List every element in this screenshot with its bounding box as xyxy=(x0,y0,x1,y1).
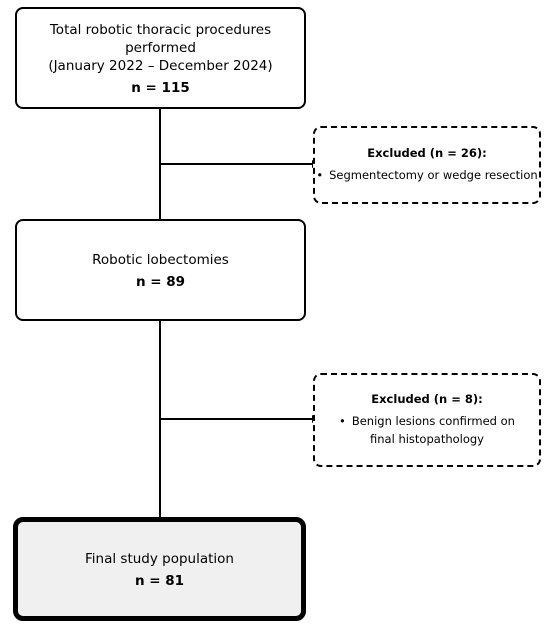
exclusion-box-2: Excluded (n = 8): • Benign lesions confir… xyxy=(313,373,541,467)
exclusion-2-title: Excluded (n = 8): xyxy=(371,392,483,406)
bullet-icon: • xyxy=(339,414,346,428)
total-procedures-box: Total robotic thoracic procedures perfor… xyxy=(15,7,306,109)
exclusion-1-reason: • Segmentectomy or wedge resection xyxy=(316,166,537,184)
exclusion-2-reason: • Benign lesions confirmed on xyxy=(339,412,515,430)
total-procedures-count: n = 115 xyxy=(131,79,190,96)
final-population-count: n = 81 xyxy=(134,572,185,589)
lobectomies-label: Robotic lobectomies xyxy=(92,251,229,268)
study-period-label: (January 2022 – December 2024) xyxy=(48,57,273,74)
exclusion-2-reason-text-line1: Benign lesions confirmed on xyxy=(351,414,515,428)
exclusion-1-reason-text: Segmentectomy or wedge resection xyxy=(329,168,538,182)
exclusion-box-1: Excluded (n = 26): • Segmentectomy or wed… xyxy=(313,126,541,204)
exclusion-2-reason-text-line2: final histopathology xyxy=(370,432,484,446)
total-procedures-label: Total robotic thoracic procedures perfor… xyxy=(49,21,272,56)
exclusion-1-title: Excluded (n = 26): xyxy=(367,146,487,160)
lobectomies-count: n = 89 xyxy=(135,273,186,290)
lobectomies-box: Robotic lobectomies n = 89 xyxy=(15,219,306,321)
bullet-icon: • xyxy=(316,168,324,182)
final-population-box: Final study population n = 81 xyxy=(13,517,306,621)
final-population-label: Final study population xyxy=(85,550,234,567)
